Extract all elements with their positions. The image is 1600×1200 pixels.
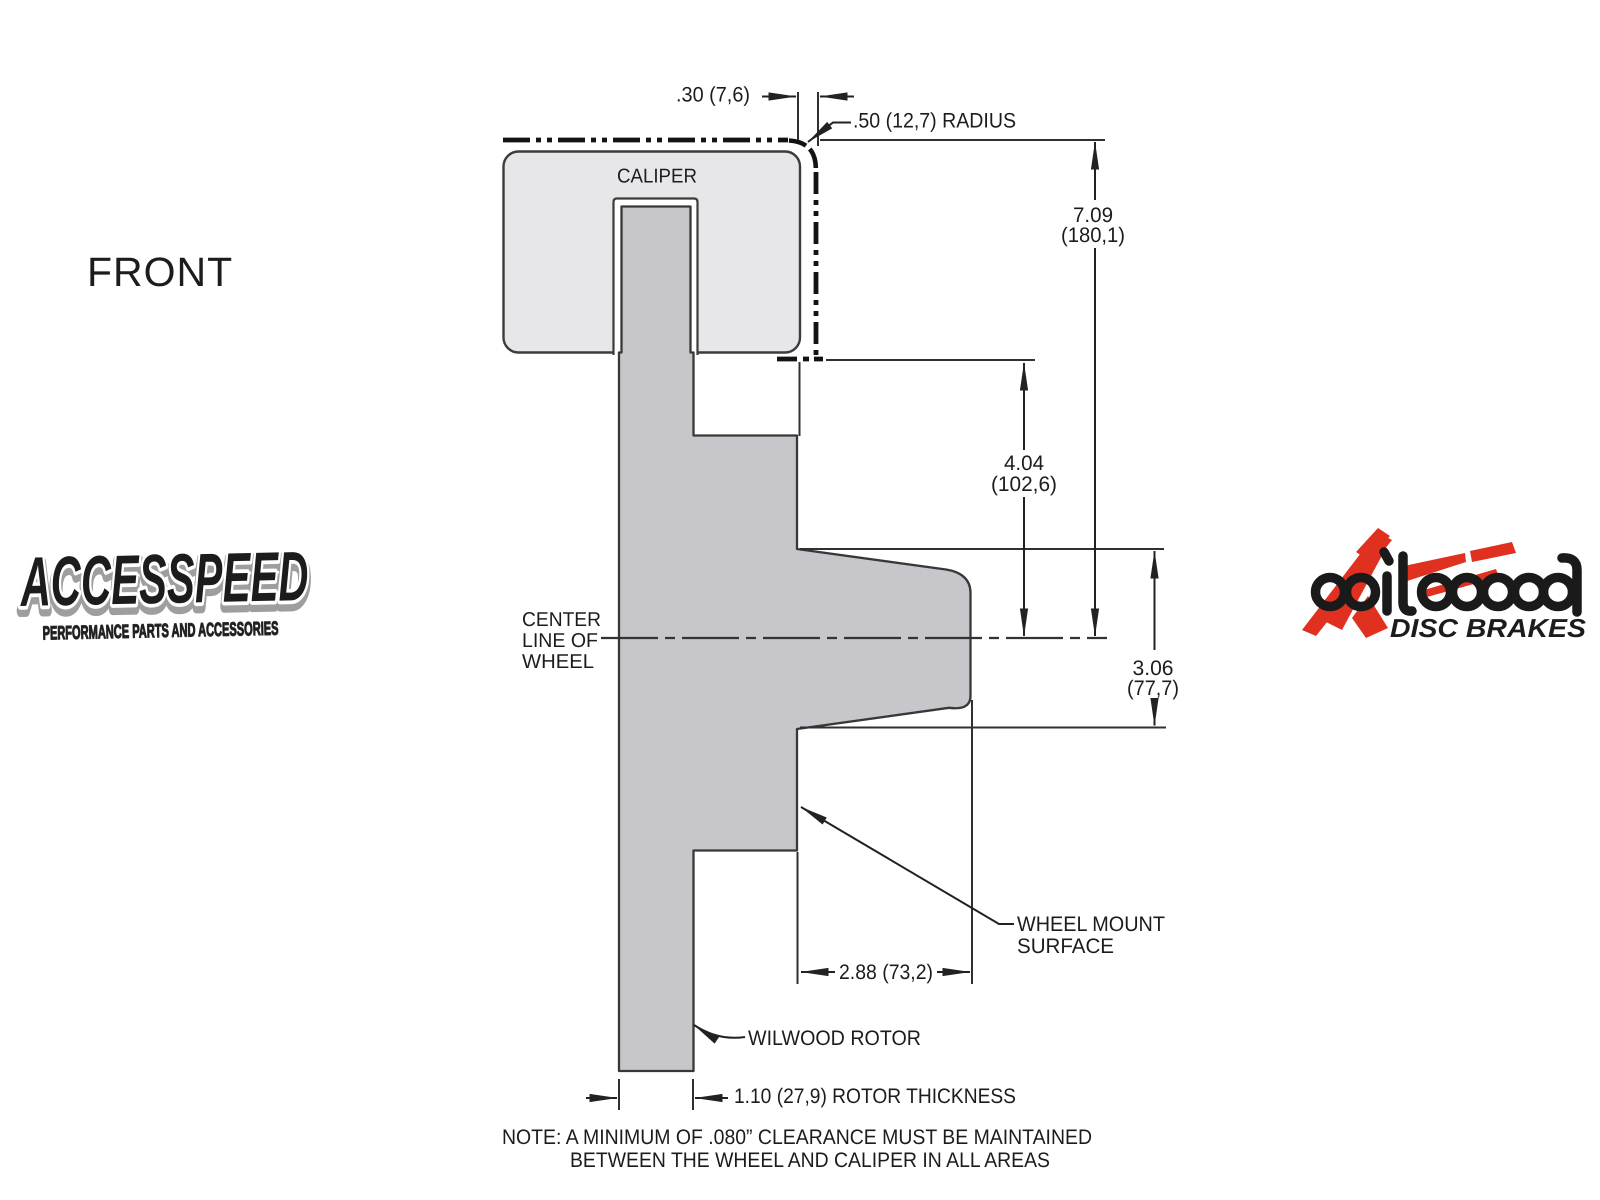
- svg-text:WHEEL MOUNT: WHEEL MOUNT: [1017, 913, 1165, 936]
- svg-text:CENTER: CENTER: [522, 609, 601, 631]
- svg-text:WHEEL: WHEEL: [522, 651, 594, 673]
- svg-text:LINE OF: LINE OF: [522, 630, 598, 652]
- svg-text:2.88 (73,2): 2.88 (73,2): [839, 961, 933, 984]
- svg-text:CALIPER: CALIPER: [617, 166, 697, 188]
- svg-text:1.10 (27,9) ROTOR THICKNESS: 1.10 (27,9) ROTOR THICKNESS: [734, 1085, 1016, 1108]
- svg-text:NOTE: A MINIMUM OF .080” CLEAR: NOTE: A MINIMUM OF .080” CLEARANCE MUST …: [502, 1126, 1092, 1149]
- svg-text:(180,1): (180,1): [1061, 224, 1125, 247]
- svg-text:3.06: 3.06: [1133, 657, 1174, 680]
- svg-text:(77,7): (77,7): [1127, 677, 1179, 700]
- svg-text:.50 (12,7) RADIUS: .50 (12,7) RADIUS: [853, 110, 1016, 133]
- svg-text:ACCESSPEED: ACCESSPEED: [18, 537, 309, 621]
- svg-text:BETWEEN THE WHEEL AND CALIPER: BETWEEN THE WHEEL AND CALIPER IN ALL ARE…: [570, 1149, 1050, 1172]
- svg-text:(102,6): (102,6): [991, 473, 1057, 496]
- svg-text:SURFACE: SURFACE: [1017, 935, 1114, 958]
- svg-text:.30 (7,6): .30 (7,6): [676, 84, 750, 107]
- svg-text:ACCESSPEED: ACCESSPEED: [18, 537, 309, 621]
- svg-text:ACCESSPEED: ACCESSPEED: [19, 542, 310, 626]
- svg-text:WILWOOD ROTOR: WILWOOD ROTOR: [748, 1027, 921, 1050]
- svg-text:7.09: 7.09: [1073, 204, 1113, 227]
- svg-text:DISC BRAKES: DISC BRAKES: [1390, 613, 1587, 643]
- svg-text:4.04: 4.04: [1004, 452, 1044, 475]
- svg-text:FRONT: FRONT: [87, 249, 233, 295]
